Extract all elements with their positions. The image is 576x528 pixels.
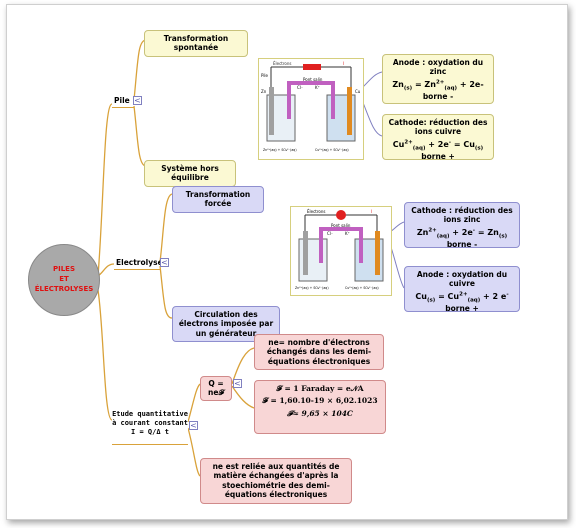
- etude-underline: [112, 444, 188, 445]
- node-pile-cathode[interactable]: Cathode: réduction des ions cuivre Cu2+(…: [382, 114, 494, 161]
- faraday-line-3: 𝓕≈ 9,65 × 104C: [287, 408, 353, 418]
- svg-text:Cl⁻: Cl⁻: [327, 231, 333, 236]
- svg-text:I: I: [371, 209, 372, 214]
- svg-text:Électrons: Électrons: [307, 209, 326, 214]
- node-spontaneous[interactable]: Transformation spontanée: [144, 30, 248, 57]
- pile-diagram-svg: Électrons I Pile Pont salin Cl⁻ K⁺ Zn Cu…: [261, 61, 361, 152]
- electro-cathode-eq: Zn2+(aq) + 2e- = Zn(s): [416, 227, 508, 240]
- node-circulation[interactable]: Circulation des électrons imposée par un…: [172, 306, 280, 343]
- diag-pile: Pile: [261, 73, 269, 78]
- electrolyse-diagram-svg: Électrons I Pont salin Cl⁻ K⁺ Zn²⁺(aq) +…: [295, 209, 384, 290]
- pile-anode-title: Anode : oxydation du zinc: [392, 58, 484, 77]
- svg-text:Cu²⁺(aq) + SO₄²⁻(aq): Cu²⁺(aq) + SO₄²⁻(aq): [315, 148, 349, 152]
- diag-electrons: Électrons: [273, 61, 292, 66]
- svg-text:Cu²⁺(aq) + SO₄²⁻(aq): Cu²⁺(aq) + SO₄²⁻(aq): [345, 286, 379, 290]
- node-q-formula[interactable]: Q = ne𝓕: [200, 376, 232, 401]
- electro-anode-title: Anode : oxydation du cuivre: [416, 270, 508, 289]
- node-electro-cathode[interactable]: Cathode : réduction des ions zinc Zn2+(a…: [404, 202, 520, 249]
- svg-text:Zn²⁺(aq) + SO₄²⁻(aq): Zn²⁺(aq) + SO₄²⁻(aq): [263, 148, 297, 152]
- central-title-2: ET: [59, 275, 69, 284]
- svg-text:Cu: Cu: [355, 89, 361, 94]
- svg-text:Pont salin: Pont salin: [331, 223, 351, 228]
- central-title-3: ÉLECTROLYSES: [34, 284, 94, 293]
- faraday-line-1: 𝓕 = 1 Faraday = e𝒩A: [276, 384, 364, 393]
- node-ne-definition[interactable]: ne= nombre d'électrons échangés dans les…: [254, 334, 384, 371]
- electro-cathode-title: Cathode : réduction des ions zinc: [411, 206, 513, 225]
- diag-I: I: [343, 61, 344, 66]
- branch-etude: [97, 289, 113, 421]
- etude-collapse-icon[interactable]: <: [189, 421, 198, 430]
- svg-text:Zn: Zn: [261, 89, 267, 94]
- pile-underline: [112, 107, 134, 108]
- node-pile-anode[interactable]: Anode : oxydation du zinc Zn(s) = Zn2+(a…: [382, 54, 494, 104]
- node-equilibrium[interactable]: Système hors équilibre: [144, 160, 236, 187]
- node-forced[interactable]: Transformation forcée: [172, 186, 264, 213]
- electro-anode-eq: Cu(s) = Cu2+(aq) + 2 e-: [415, 291, 509, 304]
- pile-diagram: Électrons I Pile Pont salin Cl⁻ K⁺ Zn Cu…: [258, 58, 364, 160]
- node-electro-anode[interactable]: Anode : oxydation du cuivre Cu(s) = Cu2+…: [404, 266, 520, 313]
- svg-text:Cl⁻: Cl⁻: [297, 85, 303, 90]
- electrolyse-label[interactable]: Electrolyse: [116, 258, 163, 267]
- node-etude[interactable]: Etude quantitative à courant constant I …: [112, 410, 188, 437]
- central-topic[interactable]: PILES ET ÉLECTROLYSES: [28, 244, 100, 316]
- pile-cathode-eq: Cu2+(aq) + 2e- = Cu(s): [392, 139, 484, 152]
- faraday-line-2: 𝓕 = 1,60.10-19 × 6,02.1023: [262, 396, 378, 406]
- electrolyse-underline: [114, 269, 160, 270]
- pile-cathode-title: Cathode: réduction des ions cuivre: [388, 118, 488, 137]
- branch-electrolyse: [97, 263, 115, 277]
- svg-text:K⁺: K⁺: [315, 85, 320, 90]
- svg-text:Zn²⁺(aq) + SO₄²⁻(aq): Zn²⁺(aq) + SO₄²⁻(aq): [295, 286, 329, 290]
- electro-anode-terminal: borne +: [445, 303, 479, 313]
- electrolyse-diagram: Électrons I Pont salin Cl⁻ K⁺ Zn²⁺(aq) +…: [290, 206, 392, 296]
- diag-pont: Pont salin: [303, 77, 323, 82]
- central-title-1: PILES: [52, 265, 76, 274]
- electrolyse-collapse-icon[interactable]: <: [160, 258, 169, 267]
- pile-collapse-icon[interactable]: <: [133, 96, 142, 105]
- q-collapse-icon[interactable]: <: [233, 379, 242, 388]
- pile-cathode-terminal: borne +: [421, 151, 455, 161]
- node-faraday[interactable]: 𝓕 = 1 Faraday = e𝒩A 𝓕 = 1,60.10-19 × 6,0…: [254, 380, 386, 434]
- node-ne-note[interactable]: ne est reliée aux quantités de matière é…: [200, 458, 352, 504]
- svg-text:K⁺: K⁺: [345, 231, 350, 236]
- electro-cathode-terminal: borne -: [446, 239, 478, 249]
- pile-anode-eq: Zn(s) = Zn2+(aq) + 2e-: [392, 79, 484, 92]
- branch-pile: [97, 103, 113, 277]
- pile-anode-terminal: borne -: [422, 91, 454, 101]
- pile-label[interactable]: Pile: [114, 96, 130, 105]
